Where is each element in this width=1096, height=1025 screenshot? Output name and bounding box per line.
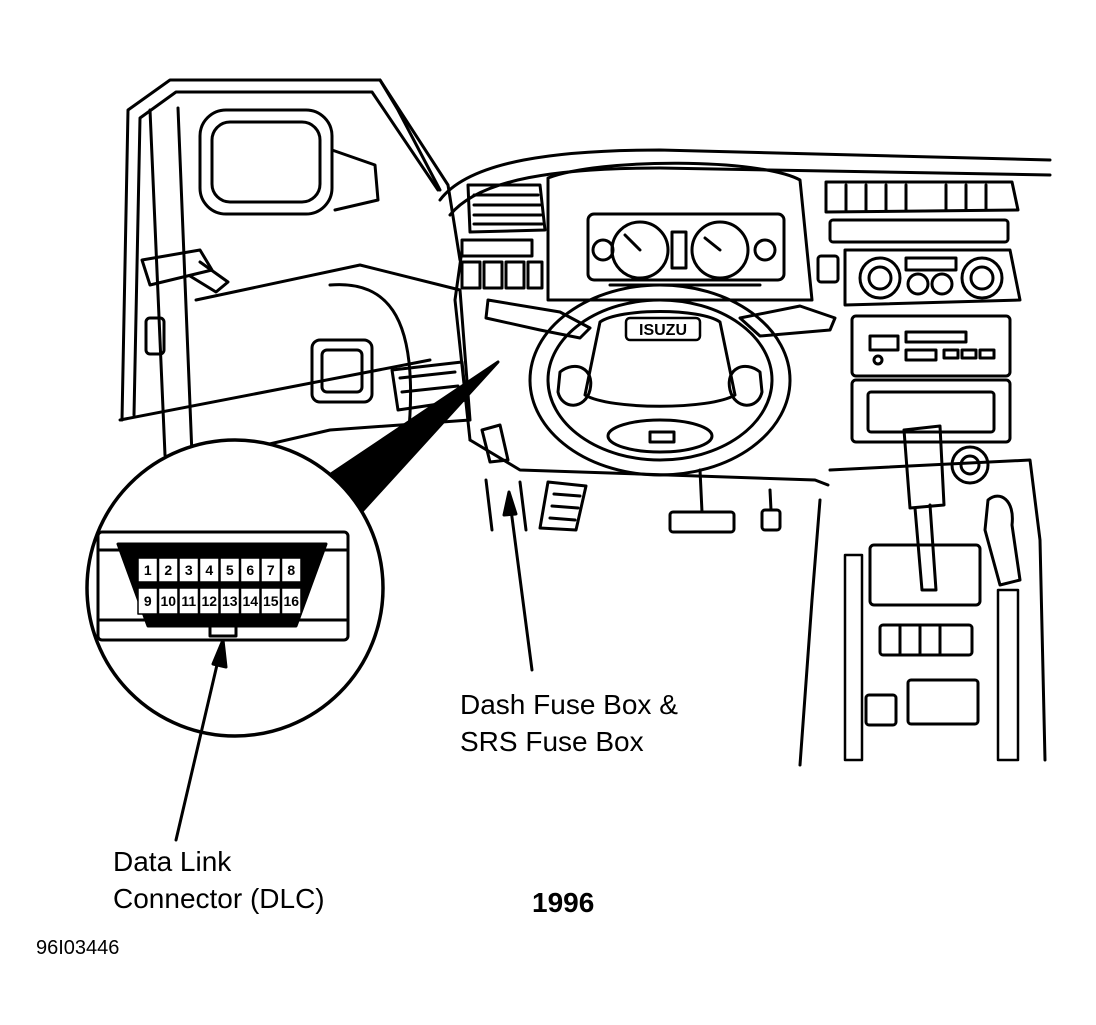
dlc-pin-label: 14 bbox=[242, 593, 258, 609]
isuzu-badge-text: ISUZU bbox=[639, 322, 687, 339]
dlc-pin-label: 15 bbox=[263, 593, 279, 609]
dlc-pin-label: 11 bbox=[181, 593, 196, 609]
left-air-vent bbox=[466, 183, 547, 234]
turn-signal-stalk bbox=[484, 298, 592, 340]
door-frame bbox=[118, 78, 462, 422]
dlc-pin-label: 5 bbox=[226, 562, 234, 578]
dlc-pin-cell bbox=[137, 557, 159, 583]
dlc-pin-label: 16 bbox=[283, 593, 299, 609]
dlc-pin-cell bbox=[280, 587, 302, 615]
dlc-pin-cell bbox=[178, 587, 200, 615]
dlc-pin-label: 13 bbox=[222, 593, 238, 609]
gear-shifter bbox=[902, 424, 946, 592]
dlc-pin-label: 6 bbox=[246, 562, 254, 578]
fuse-box-callout: Dash Fuse Box & SRS Fuse Box bbox=[460, 686, 678, 760]
isuzu-badge: ISUZU bbox=[624, 316, 702, 342]
steering-wheel bbox=[528, 283, 792, 477]
dlc-pin-cell bbox=[260, 587, 282, 615]
dlc-callout-line2: Connector (DLC) bbox=[113, 883, 325, 914]
dlc-pin-cell bbox=[239, 557, 261, 583]
dlc-pin-cell bbox=[219, 557, 241, 583]
radio bbox=[850, 314, 1012, 378]
dlc-pin-label: 8 bbox=[287, 562, 295, 578]
dlc-pin-label: 4 bbox=[205, 562, 213, 578]
model-year-label: 1996 bbox=[532, 887, 595, 918]
dlc-pin-cell bbox=[157, 587, 179, 615]
footwell bbox=[468, 423, 830, 534]
seat-belt bbox=[140, 106, 230, 457]
parking-brake-lever bbox=[983, 494, 1022, 587]
dlc-pin-label: 10 bbox=[160, 593, 176, 609]
fuse-box-callout-line2: SRS Fuse Box bbox=[460, 726, 644, 757]
right-air-vent bbox=[824, 180, 1020, 244]
left-switch-panel bbox=[460, 238, 544, 290]
dlc-pin-label: 7 bbox=[267, 562, 275, 578]
dlc-pin-label: 9 bbox=[144, 593, 152, 609]
fuse-box-callout-line1: Dash Fuse Box & bbox=[460, 689, 678, 720]
dlc-pin-cell bbox=[178, 557, 200, 583]
dlc-pin-label: 2 bbox=[164, 562, 172, 578]
side-mirror bbox=[198, 108, 380, 216]
dlc-pin-label: 1 bbox=[144, 562, 152, 578]
dlc-pin-cell bbox=[280, 557, 302, 583]
wiper-stalk bbox=[738, 304, 837, 338]
instrument-cluster bbox=[546, 161, 814, 302]
dlc-pin-cell bbox=[198, 557, 220, 583]
dlc-leader-arrow bbox=[174, 638, 228, 842]
dlc-pin-cell bbox=[198, 587, 220, 615]
dlc-pin-cell bbox=[260, 557, 282, 583]
storage-tray bbox=[850, 378, 1012, 444]
dlc-pin-cell bbox=[239, 587, 261, 615]
center-console bbox=[798, 445, 1047, 767]
figure-code: 96I03446 bbox=[36, 937, 120, 959]
dlc-callout: Data Link Connector (DLC) bbox=[113, 843, 325, 917]
dlc-pin-cell bbox=[137, 587, 159, 615]
dlc-pin-label: 12 bbox=[201, 593, 217, 609]
dlc-callout-line1: Data Link bbox=[113, 846, 232, 877]
fuse-box-leader-arrow bbox=[502, 490, 534, 672]
dlc-pin-cell bbox=[219, 587, 241, 615]
center-stack bbox=[816, 248, 1022, 307]
dlc-pin-label: 3 bbox=[185, 562, 193, 578]
dlc-pin-cell bbox=[157, 557, 179, 583]
door-panel bbox=[144, 263, 472, 472]
